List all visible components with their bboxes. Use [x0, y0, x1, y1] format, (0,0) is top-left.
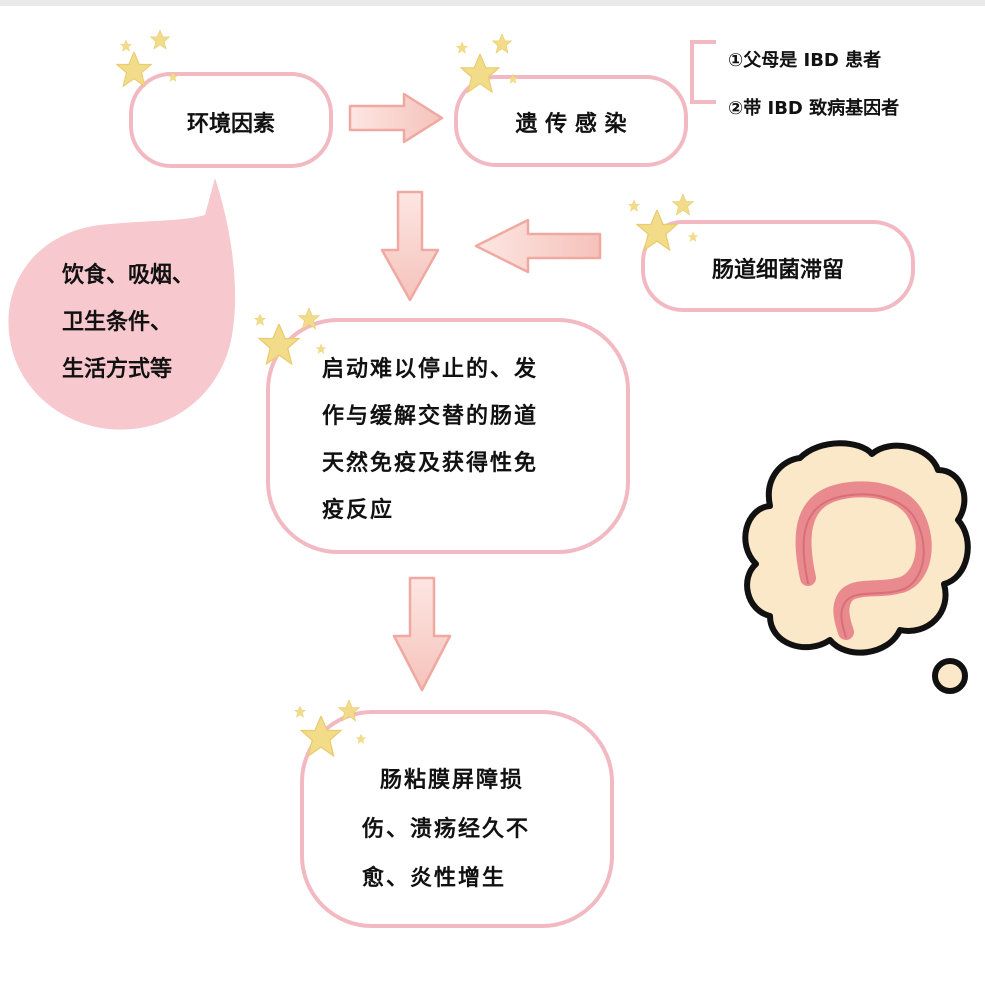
callout-bubble: [8, 178, 236, 430]
top-bar: [0, 0, 985, 6]
node-damage-box: [300, 710, 614, 928]
arrow-bacteria-to-immune: [474, 218, 602, 274]
callout-text: 饮食、吸烟、 卫生条件、 生活方式等: [62, 252, 194, 393]
node-damage-text: 肠粘膜屏障损 伤、溃疡经久不 愈、炎性增生: [362, 756, 530, 903]
genetic-notes-bracket: [690, 40, 716, 104]
callout-line: 卫生条件、: [62, 310, 173, 335]
node-damage-line: 伤、溃疡经久不: [362, 817, 531, 842]
callout-line: 生活方式等: [62, 357, 173, 382]
node-immune-line: 启动难以停止的、发: [322, 357, 539, 382]
node-immune-line: 天然免疫及获得性免: [322, 451, 539, 476]
node-immune-line: 疫反应: [322, 498, 395, 523]
node-damage-line: 肠粘膜屏障损: [380, 768, 525, 793]
node-bacteria-box: [641, 220, 915, 312]
node-immune-line: 作与缓解交替的肠道: [322, 404, 539, 429]
callout-line: 饮食、吸烟、: [62, 263, 195, 288]
arrow-immune-to-damage: [392, 576, 452, 692]
node-immune-text: 启动难以停止的、发 作与缓解交替的肠道 天然免疫及获得性免 疫反应: [322, 346, 538, 534]
node-genetic-label: 遗 传 感 染: [515, 112, 627, 137]
genetic-note-1: ①父母是 IBD 患者: [728, 50, 882, 71]
node-bacteria-label: 肠道细菌滞留: [711, 258, 844, 283]
arrow-environment-to-genetic: [348, 92, 444, 144]
node-environment-label: 环境因素: [186, 112, 275, 137]
genetic-note-2: ②带 IBD 致病基因者: [728, 98, 900, 119]
arrow-genetic-to-immune: [380, 190, 440, 302]
node-damage-line: 愈、炎性增生: [362, 866, 507, 891]
colon-thought-bubble-icon: [742, 440, 971, 694]
node-immune-box: [266, 318, 630, 554]
node-genetic-box: [454, 75, 688, 167]
node-environment-box: [129, 72, 333, 168]
